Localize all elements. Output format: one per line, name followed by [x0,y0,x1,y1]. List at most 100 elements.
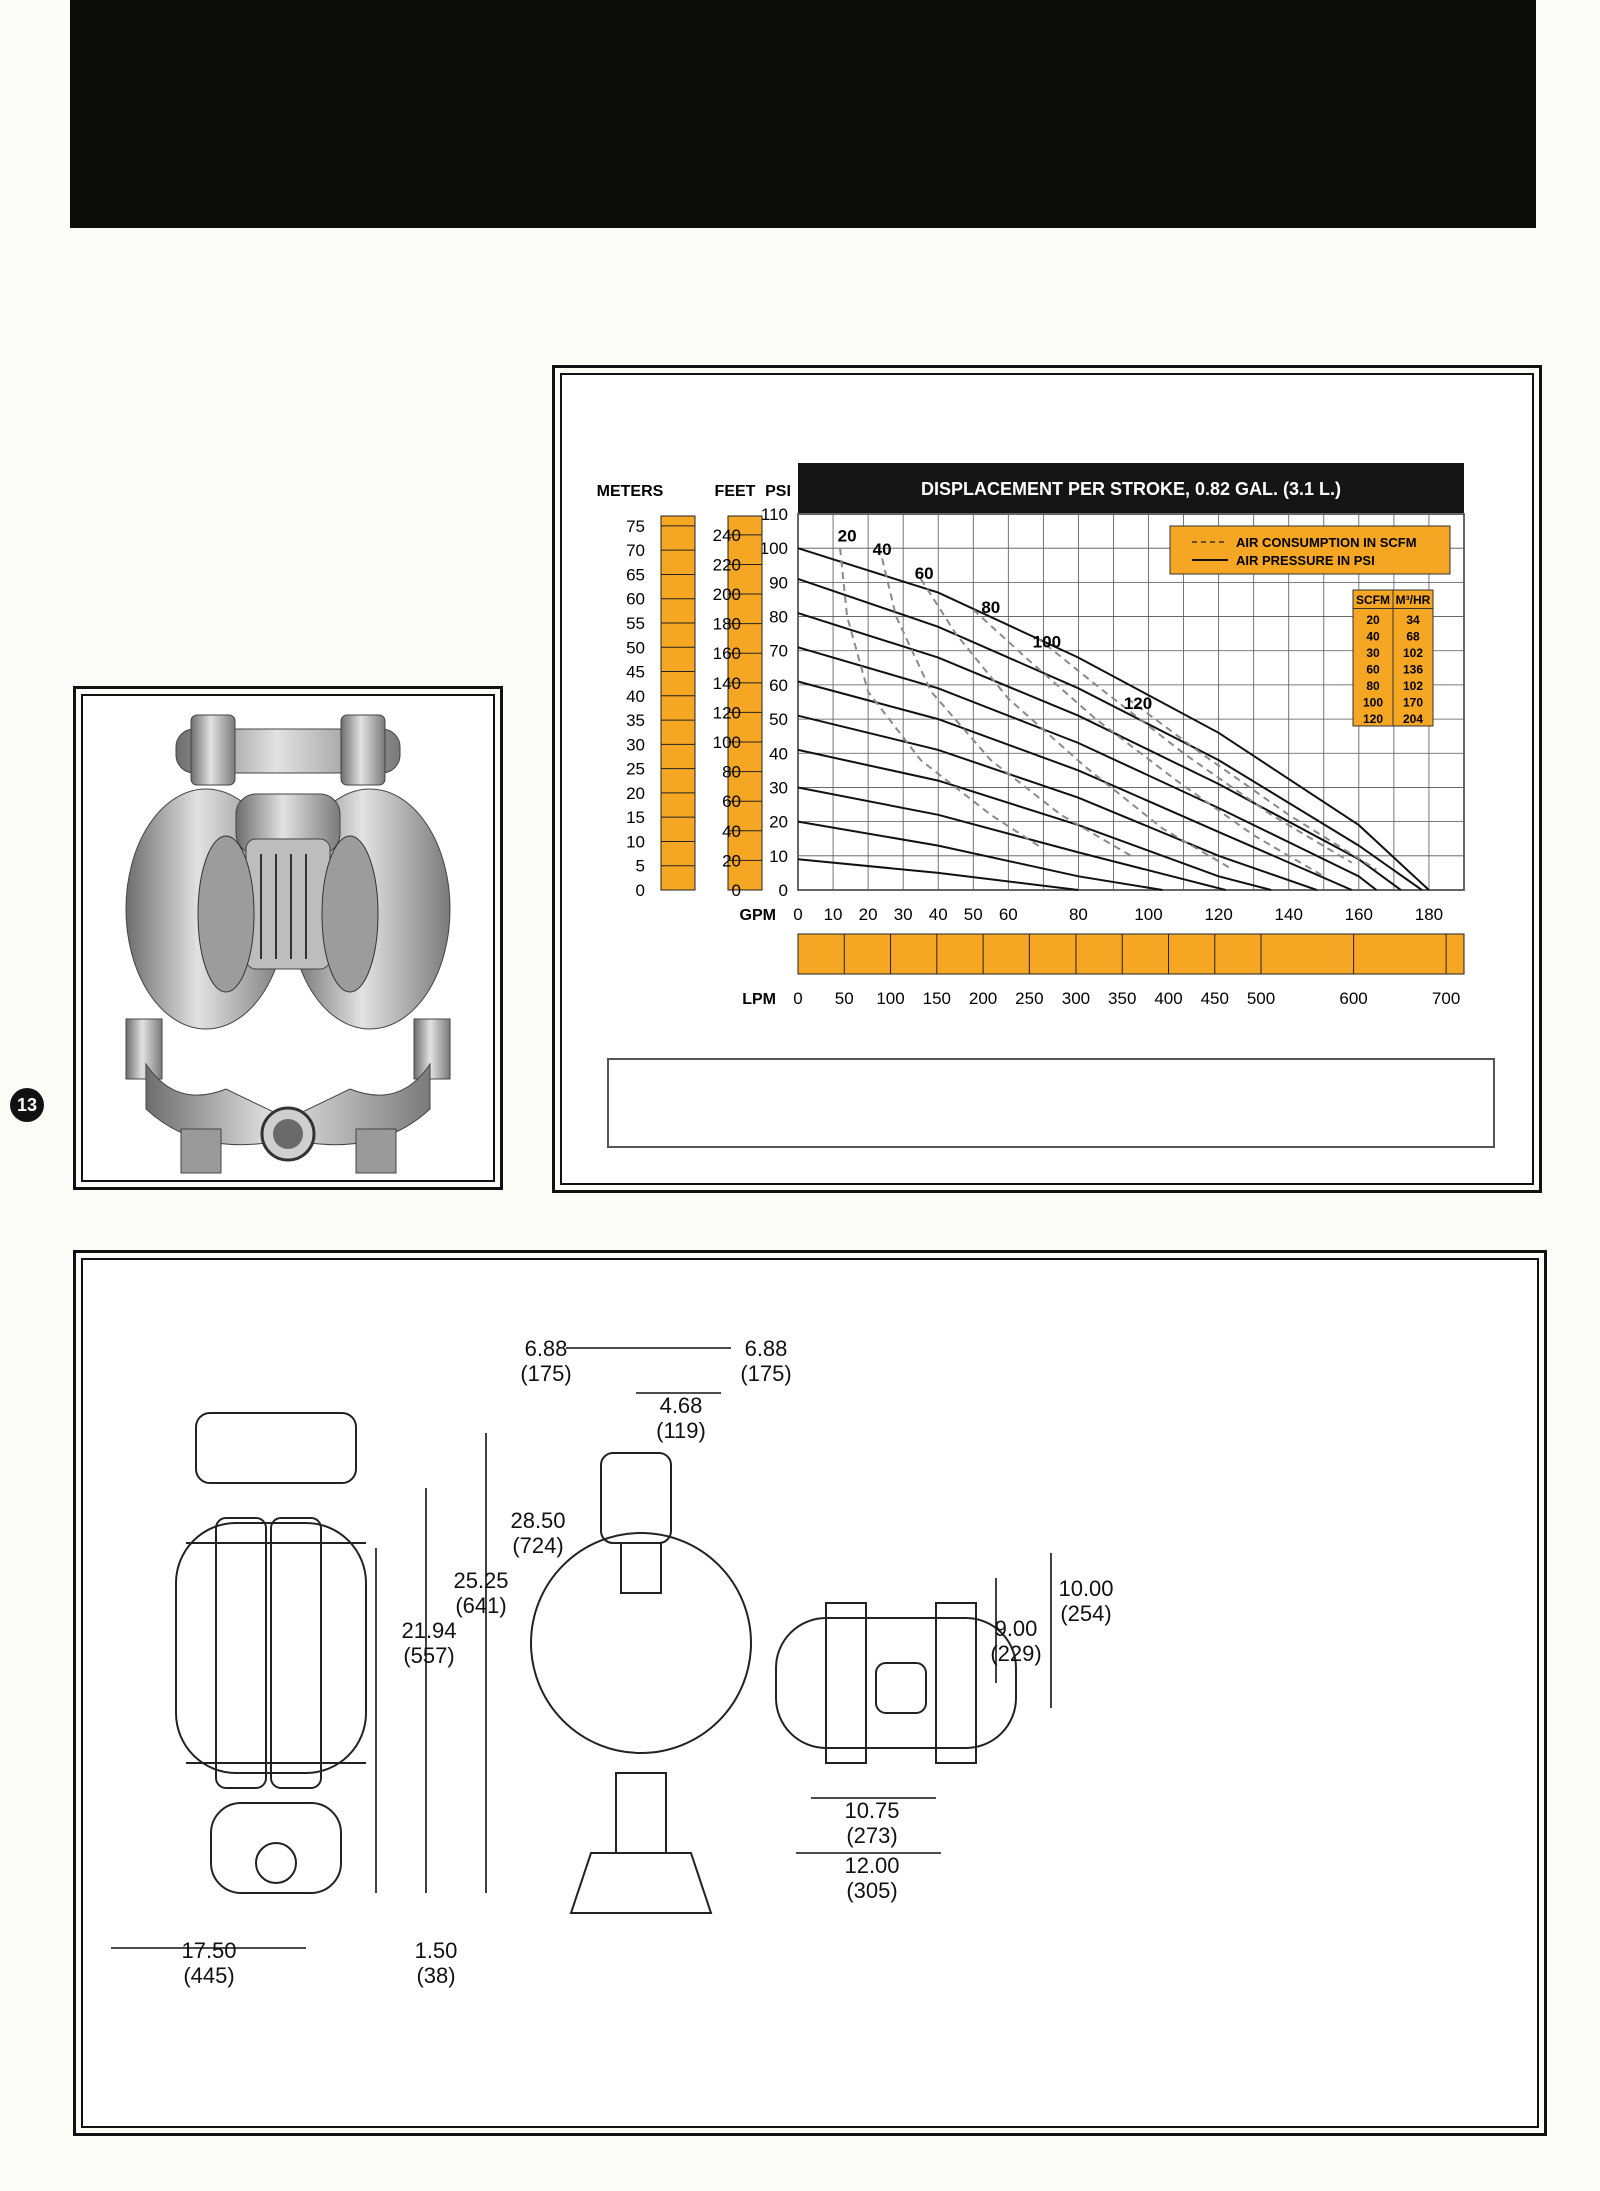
meters-tick-label: 0 [636,881,645,900]
page-number-badge: 13 [10,1088,44,1122]
conversion-table-cell: 136 [1403,663,1423,677]
air-consumption-curve [881,558,1132,857]
dim-mount-hole-spacing: 9.00 [995,1616,1038,1641]
air-curve-label: 40 [873,540,892,559]
performance-chart: DISPLACEMENT PER STROKE, 0.82 GAL. (3.1 … [597,463,1465,1008]
pump-photo-frame [73,686,503,1190]
pressure-curve [797,714,1318,891]
lpm-tick-label: 350 [1108,989,1136,1008]
legend-dashed-label: AIR CONSUMPTION IN SCFM [1236,535,1417,550]
y-tick-label: 20 [769,813,788,832]
lpm-tick-label: 400 [1154,989,1182,1008]
y-tick-label: 40 [769,744,788,763]
feet-tick-label: 160 [713,644,741,663]
meters-tick-label: 70 [626,541,645,560]
x-tick-label: 20 [859,905,878,924]
air-consumption-curve [972,608,1325,878]
y-tick-label: 30 [769,778,788,797]
feet-tick-label: 0 [732,881,741,900]
lpm-axis-label: LPM [742,991,776,1008]
meters-tick-label: 65 [626,565,645,584]
dim-center-offset-mm: (119) [656,1418,706,1443]
pump-photo-illustration [84,697,492,1179]
dim-discharge-height-mm: (641) [455,1593,506,1618]
dim-mount-hole-spacing-mm: (229) [990,1641,1041,1666]
x-tick-label: 60 [999,905,1018,924]
feet-tick-label: 80 [722,763,741,782]
conversion-table-cell: 100 [1363,696,1383,710]
lpm-tick-label: 500 [1247,989,1275,1008]
meters-tick-label: 45 [626,663,645,682]
x-tick-label: 10 [824,905,843,924]
pressure-curve [797,786,1226,891]
conversion-table-header: M³/HR [1396,593,1431,607]
lpm-scale-bar [797,933,1465,975]
x-tick-label: 140 [1275,905,1303,924]
dim-suction-height: 1.50 [415,1938,458,1963]
lpm-tick-label: 450 [1201,989,1229,1008]
feet-tick-label: 100 [713,733,741,752]
dim-mount-height: 10.00 [1058,1576,1113,1601]
conversion-table-cell: 60 [1366,663,1380,677]
meters-tick-label: 55 [626,614,645,633]
feet-tick-label: 220 [713,555,741,574]
meters-tick-label: 5 [636,857,645,876]
conversion-table-cell: 40 [1366,630,1380,644]
dim-air-inlet-height: 21.94 [401,1618,456,1643]
pressure-curve [797,612,1402,891]
x-tick-label: 120 [1204,905,1232,924]
meters-tick-label: 75 [626,517,645,536]
conversion-table-cell: 120 [1363,712,1383,726]
x-tick-label: 30 [894,905,913,924]
feet-tick-label: 140 [713,674,741,693]
lpm-tick-label: 250 [1015,989,1043,1008]
x-tick-label: 80 [1069,905,1088,924]
conversion-table-cell: 102 [1403,679,1423,693]
air-curve-label: 80 [981,598,1000,617]
chart-title-bar [798,463,1464,513]
pressure-curve [797,680,1353,891]
x-tick-label: 100 [1134,905,1162,924]
lpm-tick-label: 200 [969,989,997,1008]
air-curve-label: 60 [915,564,934,583]
x-tick-label: 50 [964,905,983,924]
y-tick-label: 100 [760,539,788,558]
x-tick-label: 180 [1415,905,1443,924]
meters-tick-label: 50 [626,638,645,657]
air-consumption-curve [1126,697,1377,871]
feet-tick-label: 120 [713,703,741,722]
air-curve-label: 20 [838,526,857,545]
pressure-curve [797,577,1423,891]
meters-tick-label: 60 [626,590,645,609]
conversion-table-cell: 68 [1406,630,1420,644]
dim-base-outer-width: 12.00 [844,1853,899,1878]
meters-scale-bar [660,515,696,891]
meters-tick-label: 25 [626,760,645,779]
dimensions-drawing: 28.50 (724) 25.25 (641) 21.94 (557) 17.5… [111,1336,1114,1988]
dim-width-right: 6.88 [745,1336,788,1361]
y-tick-label: 80 [769,608,788,627]
lpm-tick-label: 300 [1062,989,1090,1008]
meters-tick-label: 40 [626,687,645,706]
dim-overall-height-mm: (724) [512,1533,563,1558]
y-tick-label: 70 [769,642,788,661]
y-tick-label: 110 [761,505,788,524]
feet-tick-label: 240 [713,526,741,545]
feet-axis-label: FEET [715,483,756,500]
lpm-tick-label: 600 [1339,989,1367,1008]
dim-center-offset: 4.68 [660,1393,703,1418]
conversion-table-cell: 102 [1403,646,1423,660]
conversion-table-cell: 170 [1403,696,1423,710]
y-tick-label: 60 [769,676,788,695]
psi-axis-label: PSI [765,483,791,500]
meters-tick-label: 15 [626,808,645,827]
dim-overall-height: 28.50 [510,1508,565,1533]
meters-axis-label: METERS [597,483,664,500]
feet-tick-label: 200 [713,585,741,604]
lpm-tick-label: 0 [793,989,802,1008]
feet-tick-label: 180 [713,615,741,634]
lpm-tick-label: 700 [1432,989,1460,1008]
y-tick-label: 0 [779,881,788,900]
pressure-curve [797,646,1378,891]
feet-tick-label: 60 [722,792,741,811]
